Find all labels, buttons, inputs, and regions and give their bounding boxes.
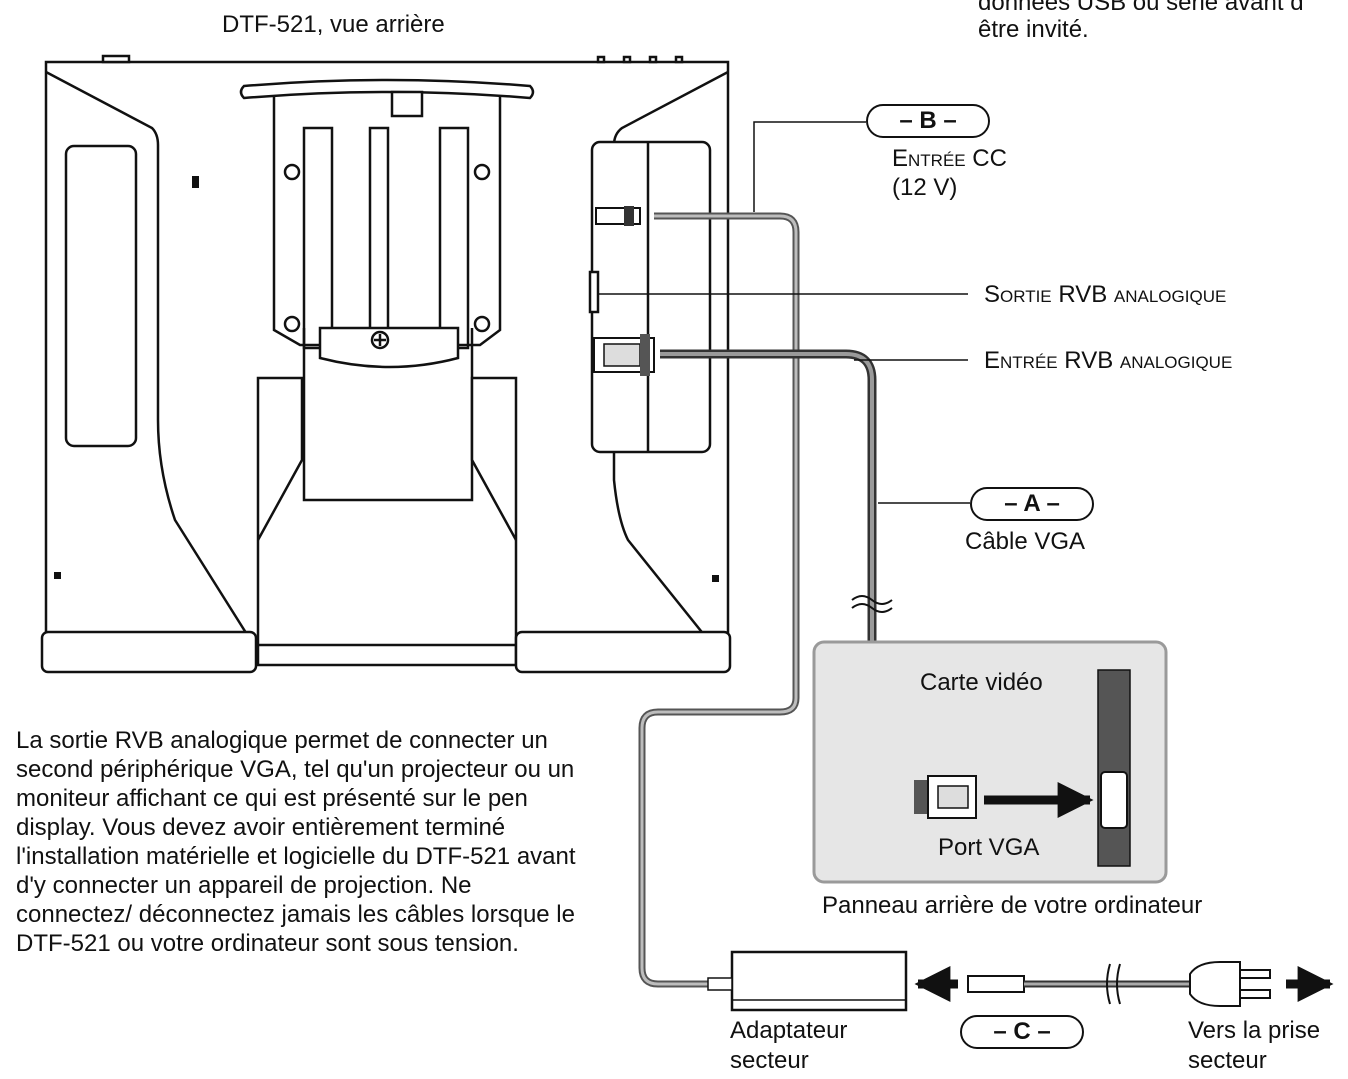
computer-back-panel <box>812 640 1168 884</box>
vga-port-label: Port VGA <box>938 834 1040 861</box>
top-right-partial-text-1: données USB ou série avant d <box>978 0 1304 16</box>
leader-lines <box>598 121 970 504</box>
vga-plug-computer <box>914 775 977 819</box>
diagram-title: DTF-521, vue arrière <box>222 11 445 38</box>
callout-b-tag: – B – <box>866 104 990 138</box>
dc-voltage-label: (12 V) <box>892 174 958 201</box>
callout-a-tag: – A – <box>970 487 1094 521</box>
outlet-label-2: secteur <box>1188 1047 1267 1074</box>
top-right-partial-text-2: être invité. <box>978 16 1089 43</box>
video-card-slot <box>1097 669 1131 867</box>
adapter-label-1: Adaptateur <box>730 1017 848 1044</box>
power-adapter <box>707 950 908 1012</box>
dc-input-label: Entrée CC <box>892 145 1007 172</box>
callout-c-tag: – C – <box>960 1015 1084 1049</box>
analog-rgb-output-label: Sortie RVB analogique <box>984 281 1227 308</box>
dc-power-cable <box>595 206 800 988</box>
computer-panel-caption: Panneau arrière de votre ordinateur <box>822 892 1203 919</box>
vga-cable-label: Câble VGA <box>965 528 1086 555</box>
vga-port-icon <box>1100 771 1128 829</box>
analog-output-note: La sortie RVB analogique permet de conne… <box>16 727 576 957</box>
adapter-label-2: secteur <box>730 1047 809 1074</box>
vga-connector-display <box>593 334 655 376</box>
video-card-label: Carte vidéo <box>920 669 1043 696</box>
pen-display-back-view <box>40 54 732 674</box>
ac-power-cord <box>967 961 1271 1007</box>
analog-rgb-input-label: Entrée RVB analogique <box>984 347 1233 374</box>
outlet-label-1: Vers la prise <box>1188 1017 1321 1044</box>
